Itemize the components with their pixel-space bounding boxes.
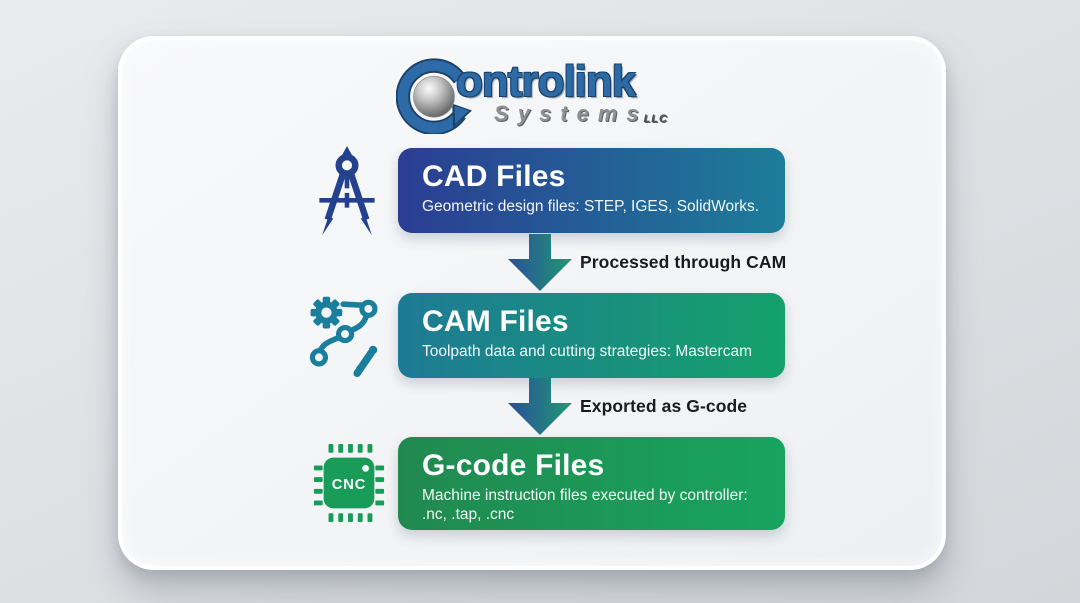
- logo: ontrolink Systems LLC: [118, 58, 946, 136]
- chip-label: CNC: [332, 477, 367, 493]
- brand-name: ontrolink: [456, 57, 636, 106]
- card-panel: ontrolink Systems LLC CAD Fi: [118, 36, 946, 570]
- step-title: CAD Files: [422, 160, 566, 193]
- step-box-cad: CAD Files Geometric design files: STEP, …: [398, 148, 785, 233]
- step-box-gcode: G-code Files Machine instruction files e…: [398, 437, 785, 530]
- c-arrows-sphere-icon: [395, 58, 473, 136]
- step-title: G-code Files: [422, 449, 605, 482]
- brand-suffix: LLC: [643, 113, 668, 125]
- connector-label: Processed through CAM: [580, 252, 787, 272]
- step-box-cam: CAM Files Toolpath data and cutting stra…: [398, 293, 785, 378]
- logo-wordmark: ontrolink Systems LLC: [456, 60, 668, 127]
- down-arrow-icon: [508, 234, 572, 291]
- down-arrow-icon: [508, 378, 572, 435]
- cnc-chip-icon: CNC: [310, 438, 388, 528]
- step-title: CAM Files: [422, 305, 569, 338]
- step-subtitle: Machine instruction files executed by co…: [422, 486, 748, 504]
- step-subtitle: Geometric design files: STEP, IGES, Soli…: [422, 197, 760, 215]
- brand-subname: Systems: [494, 101, 648, 126]
- step-subtitle: Toolpath data and cutting strategies: Ma…: [422, 342, 752, 360]
- gear-toolpath-icon: [304, 292, 388, 378]
- step-subtitle-extensions: .nc, .tap, .cnc: [422, 505, 515, 523]
- drafting-compass-icon: [312, 146, 382, 238]
- connector-label: Exported as G-code: [580, 396, 748, 416]
